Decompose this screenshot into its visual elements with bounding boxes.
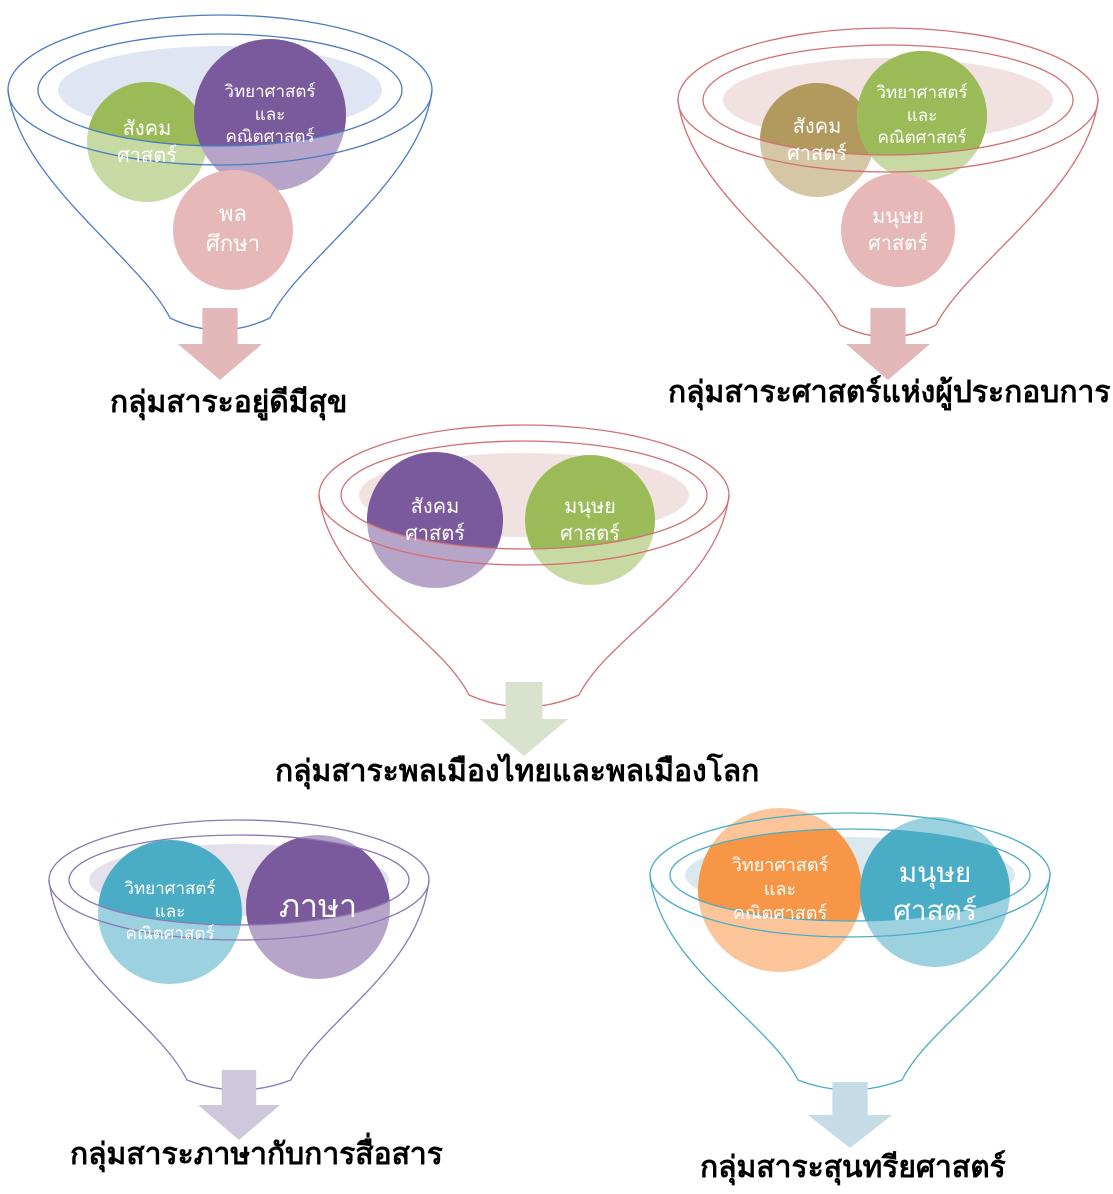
circle-label: ศาสตร์ [405,521,465,545]
funnel-rim-inner [669,828,1031,922]
funnel-language [48,819,430,1140]
category-circle [860,829,1010,921]
funnel-rim-outer [48,819,430,941]
category-circle [525,455,655,549]
funnel-wellbeing [7,14,433,380]
down-arrow-icon [846,308,930,380]
circle-label: มนุษย [564,494,616,518]
circle-label: สังคม [792,114,842,138]
circle-label: และ [254,104,286,125]
circle-label: และ [906,105,938,126]
circle-label: ภาษา [278,887,358,926]
funnel-rim-outer [677,27,1099,173]
circle-label: พล [219,202,247,228]
category-circle-pale [173,170,293,290]
funnel-rim-outer [649,812,1051,938]
circle-label: ศาสตร์ [560,521,620,545]
circle-label: และ [154,901,186,922]
funnel-title-aesthetics: กลุ่มสาระสุนทรียศาสตร์ [700,1150,1006,1185]
circle-label: คณิตศาสตร์ [225,127,315,148]
circle-label: ศาสตร์ [117,143,177,167]
funnel-citizen [318,424,730,756]
circle-label: วิทยาศาสตร์ [731,854,829,876]
circle-label: มนุษย [898,856,972,890]
funnel-rim-inner [68,834,410,926]
category-circle [857,51,987,155]
down-arrow-icon [178,308,262,380]
funnel-entrepreneur [677,27,1099,380]
funnel-rim-inner [340,440,708,550]
category-circle [367,452,503,549]
down-arrow-icon [198,1070,280,1140]
funnel-title-citizen: กลุ่มสาระพลเมืองไทยและพลเมืองโลก [275,754,760,789]
funnel-rim-inner [702,44,1074,156]
category-circle-pale [841,173,955,287]
category-circle [194,39,346,146]
circle-label: และ [763,878,797,900]
circle-label: ศึกษา [205,232,261,257]
funnel-aesthetics [649,808,1051,1148]
circle-label: คณิตศาสตร์ [732,903,828,925]
funnel-title-language: กลุ่มสาระภาษากับการสื่อสาร [70,1137,443,1172]
circle-label: ศาสตร์ [893,894,977,927]
circle-label: วิทยาศาสตร์ [124,878,216,899]
circle-label: สังคม [122,116,172,140]
circle-label: คณิตศาสตร์ [125,924,215,945]
funnel-title-wellbeing: กลุ่มสาระอยู่ดีมีสุข [110,385,348,420]
circle-label: ศาสตร์ [787,141,847,165]
category-circle [760,83,874,155]
category-circle [698,829,862,921]
funnel-title-entrepreneur: กลุ่มสาระศาสตร์แห่งผู้ประกอบการ [668,375,1111,410]
category-circle [98,840,242,925]
circle-label: วิทยาศาสตร์ [224,81,316,102]
funnel-rim-outer [318,424,730,566]
funnel-rim-outer [7,14,433,166]
circle-label: มนุษย [872,204,924,228]
down-arrow-icon [480,682,568,756]
circle-label: สังคม [410,494,460,518]
down-arrow-icon [808,1082,892,1148]
circle-label: ศาสตร์ [868,231,928,255]
circle-label: วิทยาศาสตร์ [876,82,968,103]
circle-label: คณิตศาสตร์ [877,128,967,149]
funnel-rim-inner [37,33,403,147]
category-circle [246,835,390,925]
